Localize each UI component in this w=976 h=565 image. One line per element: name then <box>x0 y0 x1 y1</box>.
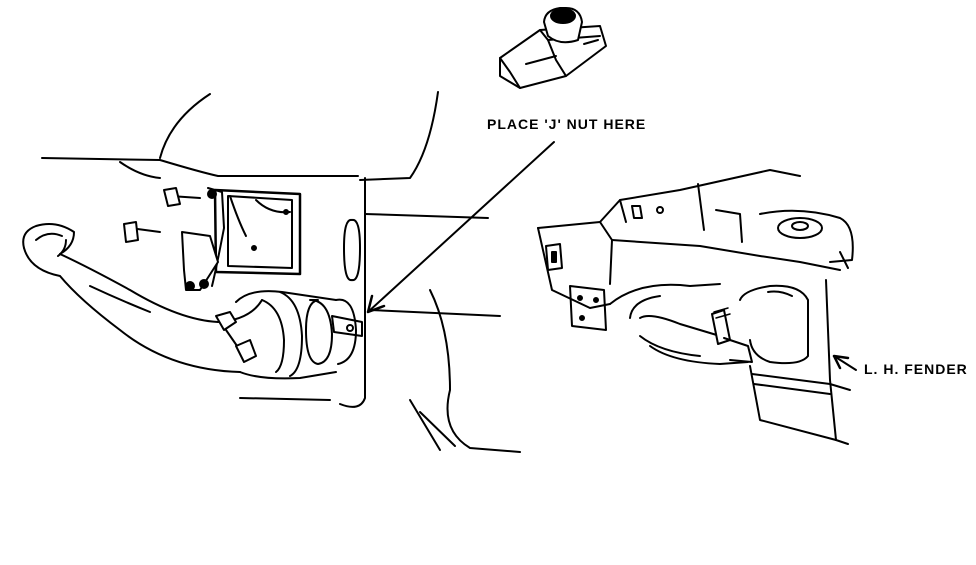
fender-leader <box>834 356 856 370</box>
j-nut-part <box>500 8 606 88</box>
j-nut-leader <box>368 142 554 312</box>
left-assembly <box>23 92 520 452</box>
right-assembly <box>538 170 853 444</box>
fender-label: L. H. FENDER <box>864 361 968 377</box>
j-nut-label: PLACE 'J' NUT HERE <box>487 116 647 132</box>
